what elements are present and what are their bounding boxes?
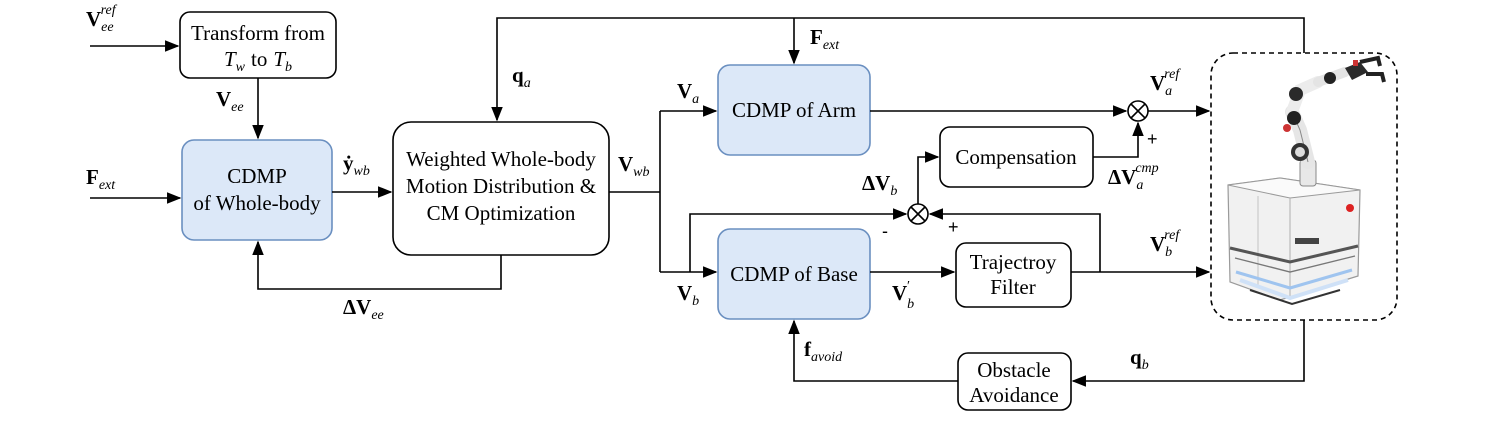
label-v-b: Vb xyxy=(677,281,699,309)
compensation-label: Compensation xyxy=(955,145,1077,169)
label-v-b-ref: Vbref xyxy=(1150,228,1181,260)
label-f-ext-top: Fext xyxy=(810,25,840,53)
label-f-ext-left: Fext xyxy=(86,165,116,193)
transform-tb: T xyxy=(273,47,286,71)
sign-plus-arm: + xyxy=(1147,129,1158,149)
cdmp-whole-label-line1: CDMP xyxy=(227,164,287,188)
weighted-distribution-box: Weighted Whole-body Motion Distribution … xyxy=(392,121,610,256)
label-delta-v-b: ΔVb xyxy=(862,171,897,199)
label-v-ee-ref: Veeref xyxy=(86,3,118,35)
weighted-label-line2: Motion Distribution & xyxy=(406,174,596,198)
label-q-a: qa xyxy=(512,63,531,91)
transform-label-line1: Transform from xyxy=(191,21,325,45)
traj-filter-label-line1: Trajectroy xyxy=(970,250,1057,274)
cdmp-arm-label: CDMP of Arm xyxy=(732,98,856,122)
sign-minus-base: - xyxy=(882,221,888,241)
label-v-b-prime: Vb′ xyxy=(892,279,914,312)
label-y-wb: ẏwb xyxy=(343,151,370,179)
label-v-wb: Vwb xyxy=(618,152,650,180)
traj-filter-label-line2: Filter xyxy=(990,275,1036,299)
label-delta-v-ee: ΔVee xyxy=(343,295,384,323)
compensation-box: Compensation xyxy=(939,126,1094,188)
label-v-ee: Vee xyxy=(216,87,244,115)
obstacle-label-line1: Obstacle xyxy=(977,358,1050,382)
signal-lines xyxy=(90,17,1305,387)
transform-tw: T xyxy=(224,47,237,71)
mobile-manipulator-robot-image xyxy=(1227,55,1386,306)
obstacle-label-line2: Avoidance xyxy=(969,383,1058,407)
cdmp-arm-box: CDMP of Arm xyxy=(717,64,871,156)
weighted-label-line3: CM Optimization xyxy=(427,201,576,225)
transform-tw-sub: w xyxy=(236,60,246,75)
transform-to: to xyxy=(251,47,267,71)
label-v-a: Va xyxy=(677,79,699,107)
cdmp-base-box: CDMP of Base xyxy=(717,228,871,320)
label-delta-v-a-cmp: ΔVacmp xyxy=(1108,161,1159,193)
transform-tb-sub: b xyxy=(285,60,292,75)
cdmp-whole-label-line2: of Whole-body xyxy=(193,191,321,215)
label-f-avoid: favoid xyxy=(804,337,843,365)
weighted-label-line1: Weighted Whole-body xyxy=(406,147,596,171)
sum-junction-base xyxy=(907,203,929,225)
trajectory-filter-box: Trajectroy Filter xyxy=(955,242,1072,308)
sign-plus-base: + xyxy=(948,217,959,237)
label-q-b: qb xyxy=(1130,345,1149,373)
label-v-a-ref: Varef xyxy=(1150,67,1181,99)
sum-junction-arm xyxy=(1127,100,1149,122)
obstacle-avoidance-box: Obstacle Avoidance xyxy=(957,352,1072,411)
cdmp-whole-body-box: CDMP of Whole-body xyxy=(181,139,333,241)
cdmp-base-label: CDMP of Base xyxy=(730,262,858,286)
